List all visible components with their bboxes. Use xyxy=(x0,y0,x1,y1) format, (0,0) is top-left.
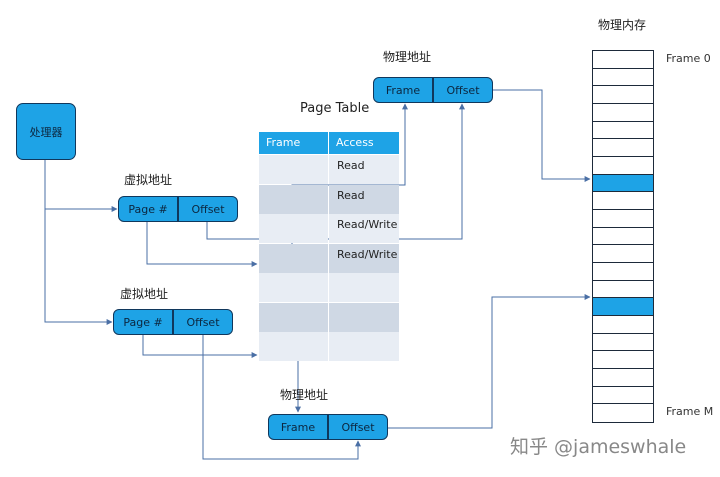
physical-frame-bottom-label: Frame xyxy=(280,420,316,434)
physical-frame-bottom: Frame xyxy=(268,414,328,440)
page-table-row xyxy=(259,332,399,361)
page-table-access-cell xyxy=(329,332,399,361)
virtual-offset-bottom: Offset xyxy=(173,309,233,335)
virtual-address-bottom-title: 虚拟地址 xyxy=(120,287,169,301)
page-table-access-cell: Read/Write xyxy=(329,214,399,243)
physical-frame-top: Frame xyxy=(373,77,433,103)
virtual-page-number-top: Page # xyxy=(118,196,178,222)
processor-label: 处理器 xyxy=(29,125,63,139)
arrow-page-bottom-to-table xyxy=(142,335,258,358)
page-table-access-cell: Read/Write xyxy=(329,243,399,273)
virtual-offset-bottom-label: Offset xyxy=(186,315,220,329)
virtual-offset-top: Offset xyxy=(178,196,238,222)
page-table-row xyxy=(259,273,399,302)
memory-frame xyxy=(593,351,653,369)
physical-offset-top-label: Offset xyxy=(446,83,480,97)
arrow-physical-bottom-to-memory xyxy=(388,294,591,429)
physical-offset-bottom: Offset xyxy=(328,414,388,440)
page-table-access-cell xyxy=(329,273,399,302)
virtual-offset-top-label: Offset xyxy=(191,202,225,216)
memory-frame xyxy=(593,369,653,387)
memory-frame xyxy=(593,245,653,263)
physical-memory-frames xyxy=(592,50,654,423)
memory-frame xyxy=(593,174,653,193)
memory-frame xyxy=(593,281,653,299)
page-table-frame-cell xyxy=(259,155,328,184)
memory-frame xyxy=(593,228,653,246)
watermark: 知乎 @jameswhale xyxy=(510,436,687,458)
memory-frame xyxy=(593,404,653,422)
page-table-frame-cell xyxy=(259,302,328,332)
page-table-frame-cell xyxy=(259,243,328,273)
virtual-page-number-bottom-label: Page # xyxy=(123,315,163,329)
arrow-processor-to-virtual-top xyxy=(44,160,118,212)
page-table-header-access: Access xyxy=(329,132,399,154)
physical-offset-bottom-label: Offset xyxy=(341,420,375,434)
memory-frame xyxy=(593,51,653,69)
page-table-header-frame: Frame xyxy=(259,132,328,154)
physical-address-top-title: 物理地址 xyxy=(383,50,432,64)
page-table-row: Read/Write xyxy=(259,214,399,243)
memory-frame xyxy=(593,316,653,334)
page-table-row: Read xyxy=(259,155,399,184)
page-table-frame-cell xyxy=(259,332,328,361)
arrow-offset-bottom-to-physical xyxy=(202,335,361,460)
arrow-processor-to-virtual-bottom xyxy=(44,209,113,325)
frame-first-label: Frame 0 xyxy=(666,52,711,65)
arrow-physical-top-to-memory xyxy=(493,89,591,182)
frame-last-label: Frame M xyxy=(666,405,714,418)
page-table-access-cell: Read xyxy=(329,155,399,184)
memory-frame xyxy=(593,104,653,122)
memory-frame xyxy=(593,192,653,210)
memory-frame xyxy=(593,86,653,104)
virtual-page-number-top-label: Page # xyxy=(128,202,168,216)
physical-offset-top: Offset xyxy=(433,77,493,103)
page-table-access-cell xyxy=(329,302,399,332)
processor-box: 处理器 xyxy=(16,103,76,160)
memory-frame xyxy=(593,210,653,228)
page-table-row xyxy=(259,302,399,332)
page-table-frame-cell xyxy=(259,273,328,302)
physical-address-bottom-title: 物理地址 xyxy=(280,388,329,402)
memory-frame xyxy=(593,298,653,316)
page-table-frame-cell xyxy=(259,184,328,214)
memory-frame xyxy=(593,387,653,405)
page-table-access-cell: Read xyxy=(329,184,399,214)
memory-frame xyxy=(593,157,653,175)
memory-frame xyxy=(593,122,653,140)
page-table-title: Page Table xyxy=(300,101,370,116)
page-table-row: Read/Write xyxy=(259,243,399,273)
physical-memory-title: 物理内存 xyxy=(598,18,647,32)
page-table-row: Read xyxy=(259,184,399,214)
physical-frame-top-label: Frame xyxy=(385,83,421,97)
memory-frame xyxy=(593,139,653,157)
page-table-frame-cell xyxy=(259,214,328,243)
memory-frame xyxy=(593,69,653,87)
memory-frame xyxy=(593,263,653,281)
arrow-page-top-to-table xyxy=(146,222,258,267)
memory-frame xyxy=(593,334,653,352)
virtual-address-top-title: 虚拟地址 xyxy=(124,173,173,187)
virtual-page-number-bottom: Page # xyxy=(113,309,173,335)
